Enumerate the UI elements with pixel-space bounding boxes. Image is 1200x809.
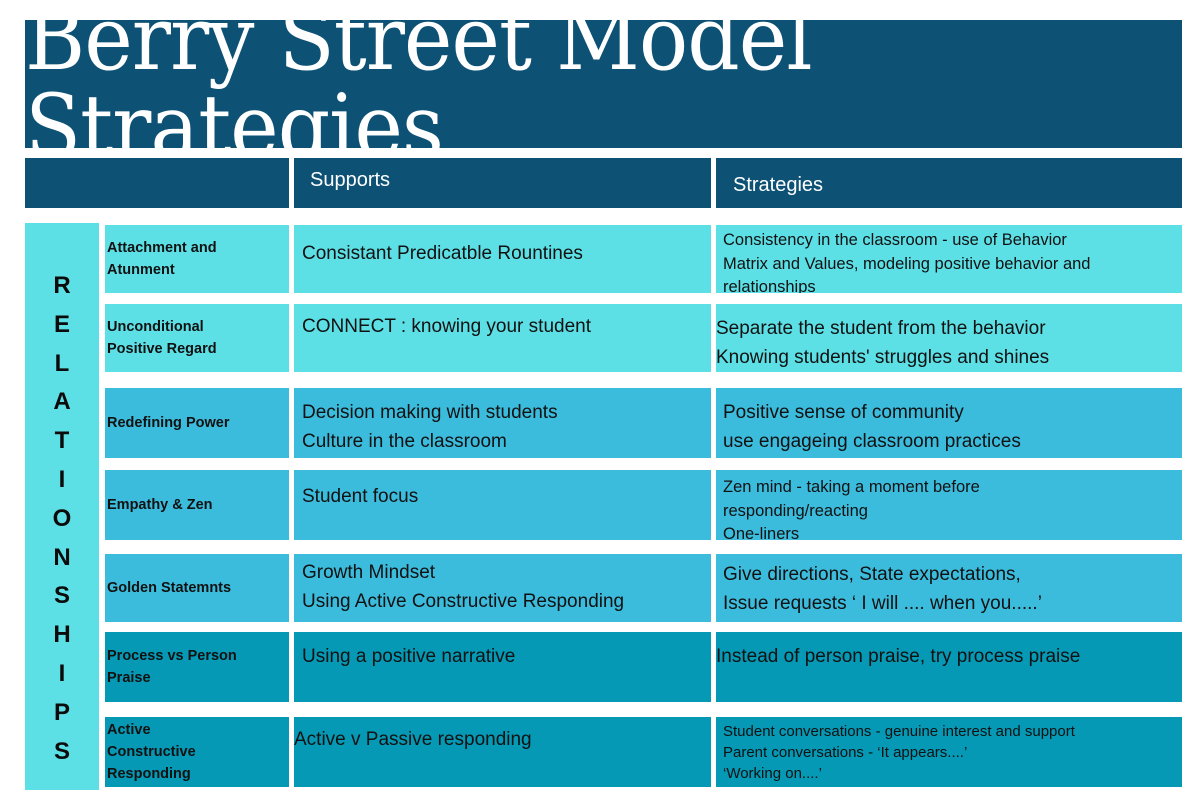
page-title: Berry Street Model Strategies bbox=[25, 0, 813, 180]
row-name: Attachment and Atunment bbox=[107, 240, 217, 278]
strategies-text: Instead of person praise, try process pr… bbox=[716, 646, 1081, 667]
row-name-cell: Active Constructive Responding bbox=[105, 717, 289, 787]
row-supports-cell: CONNECT : knowing your student bbox=[294, 304, 711, 372]
row-supports-cell: Student focus bbox=[294, 470, 711, 540]
row-name: Empathy & Zen bbox=[107, 497, 213, 513]
row-name-cell: Attachment and Atunment bbox=[105, 225, 289, 293]
row-strategies-cell: Positive sense of community use engageing… bbox=[716, 388, 1182, 458]
side-letter: N bbox=[53, 543, 71, 571]
row-name: Active Constructive Responding bbox=[107, 722, 196, 782]
side-letter: P bbox=[53, 698, 70, 726]
row-name-cell: Unconditional Positive Regard bbox=[105, 304, 289, 372]
row-supports-cell: Using a positive narrative bbox=[294, 632, 711, 702]
supports-header: Supports bbox=[310, 169, 391, 191]
row-name-cell: Golden Statemnts bbox=[105, 554, 289, 622]
supports-text: Growth Mindset bbox=[302, 562, 436, 583]
side-letter: H bbox=[53, 621, 71, 649]
strategies-text: responding/reacting bbox=[723, 501, 868, 520]
side-letter: L bbox=[54, 349, 70, 377]
side-letter: A bbox=[53, 388, 71, 416]
strategies-text: Matrix and Values, modeling positive beh… bbox=[723, 254, 1091, 273]
strategies-text: use engageing classroom practices bbox=[723, 431, 1021, 452]
row-name: Unconditional Positive Regard bbox=[107, 319, 217, 357]
supports-text: Using a positive narrative bbox=[302, 646, 516, 667]
header-supports-cell: Supports bbox=[294, 158, 711, 208]
strategies-text: One-liners bbox=[723, 525, 800, 540]
strategies-text: Knowing students' struggles and shines bbox=[716, 347, 1050, 368]
strategies-text: Student conversations - genuine interest… bbox=[723, 723, 1075, 740]
header-strategies-cell: Strategies bbox=[716, 158, 1182, 208]
supports-text: Decision making with students bbox=[302, 402, 558, 423]
supports-text: Student focus bbox=[302, 486, 419, 507]
supports-text: Consistant Predicatble Rountines bbox=[302, 243, 583, 264]
strategies-header: Strategies bbox=[733, 174, 824, 196]
row-name-cell: Empathy & Zen bbox=[105, 470, 289, 540]
strategies-text: relationships bbox=[723, 278, 816, 293]
side-letter: O bbox=[52, 504, 72, 532]
side-letter: I bbox=[58, 465, 66, 493]
row-name: Process vs Person Praise bbox=[107, 648, 237, 686]
strategies-text: Parent conversations - ‘It appears....’ bbox=[723, 744, 968, 761]
supports-text: Using Active Constructive Responding bbox=[302, 591, 625, 612]
row-supports-cell: Active v Passive responding bbox=[294, 717, 711, 787]
row-strategies-cell: Consistency in the classroom - use of Be… bbox=[716, 225, 1182, 293]
side-letter: R bbox=[53, 272, 71, 299]
row-strategies-cell: Give directions, State expectations, Issu… bbox=[716, 554, 1182, 622]
row-strategies-cell: Student conversations - genuine interest… bbox=[716, 717, 1182, 787]
supports-text: Active v Passive responding bbox=[294, 729, 532, 750]
strategies-text: Consistency in the classroom - use of Be… bbox=[723, 231, 1067, 249]
header-blank-cell bbox=[25, 158, 289, 208]
side-letter: S bbox=[53, 582, 70, 610]
row-strategies-cell: Instead of person praise, try process pr… bbox=[716, 632, 1182, 702]
row-name-cell: Redefining Power bbox=[105, 388, 289, 458]
side-letter: E bbox=[53, 310, 70, 338]
row-supports-cell: Consistant Predicatble Rountines bbox=[294, 225, 711, 293]
side-letter: T bbox=[54, 427, 70, 455]
title-banner: Berry Street Model Strategies bbox=[25, 0, 1182, 172]
strategies-text: Zen mind - taking a moment before bbox=[723, 478, 980, 496]
strategies-text: Positive sense of community bbox=[723, 402, 964, 423]
supports-text: CONNECT : knowing your student bbox=[302, 316, 591, 337]
side-letter: S bbox=[53, 737, 70, 765]
side-letter: I bbox=[58, 659, 66, 687]
supports-text: Culture in the classroom bbox=[302, 431, 507, 452]
strategies-text: Issue requests ‘ I will .... when you...… bbox=[723, 593, 1042, 614]
row-name: Golden Statemnts bbox=[107, 580, 232, 596]
row-name: Redefining Power bbox=[107, 415, 230, 431]
row-name-cell: Process vs Person Praise bbox=[105, 632, 289, 702]
strategies-text: Separate the student from the behavior bbox=[716, 318, 1046, 339]
strategies-text: ‘Working on....’ bbox=[723, 765, 822, 782]
row-strategies-cell: Zen mind - taking a moment before respond… bbox=[716, 470, 1182, 540]
strategies-text: Give directions, State expectations, bbox=[723, 564, 1021, 585]
